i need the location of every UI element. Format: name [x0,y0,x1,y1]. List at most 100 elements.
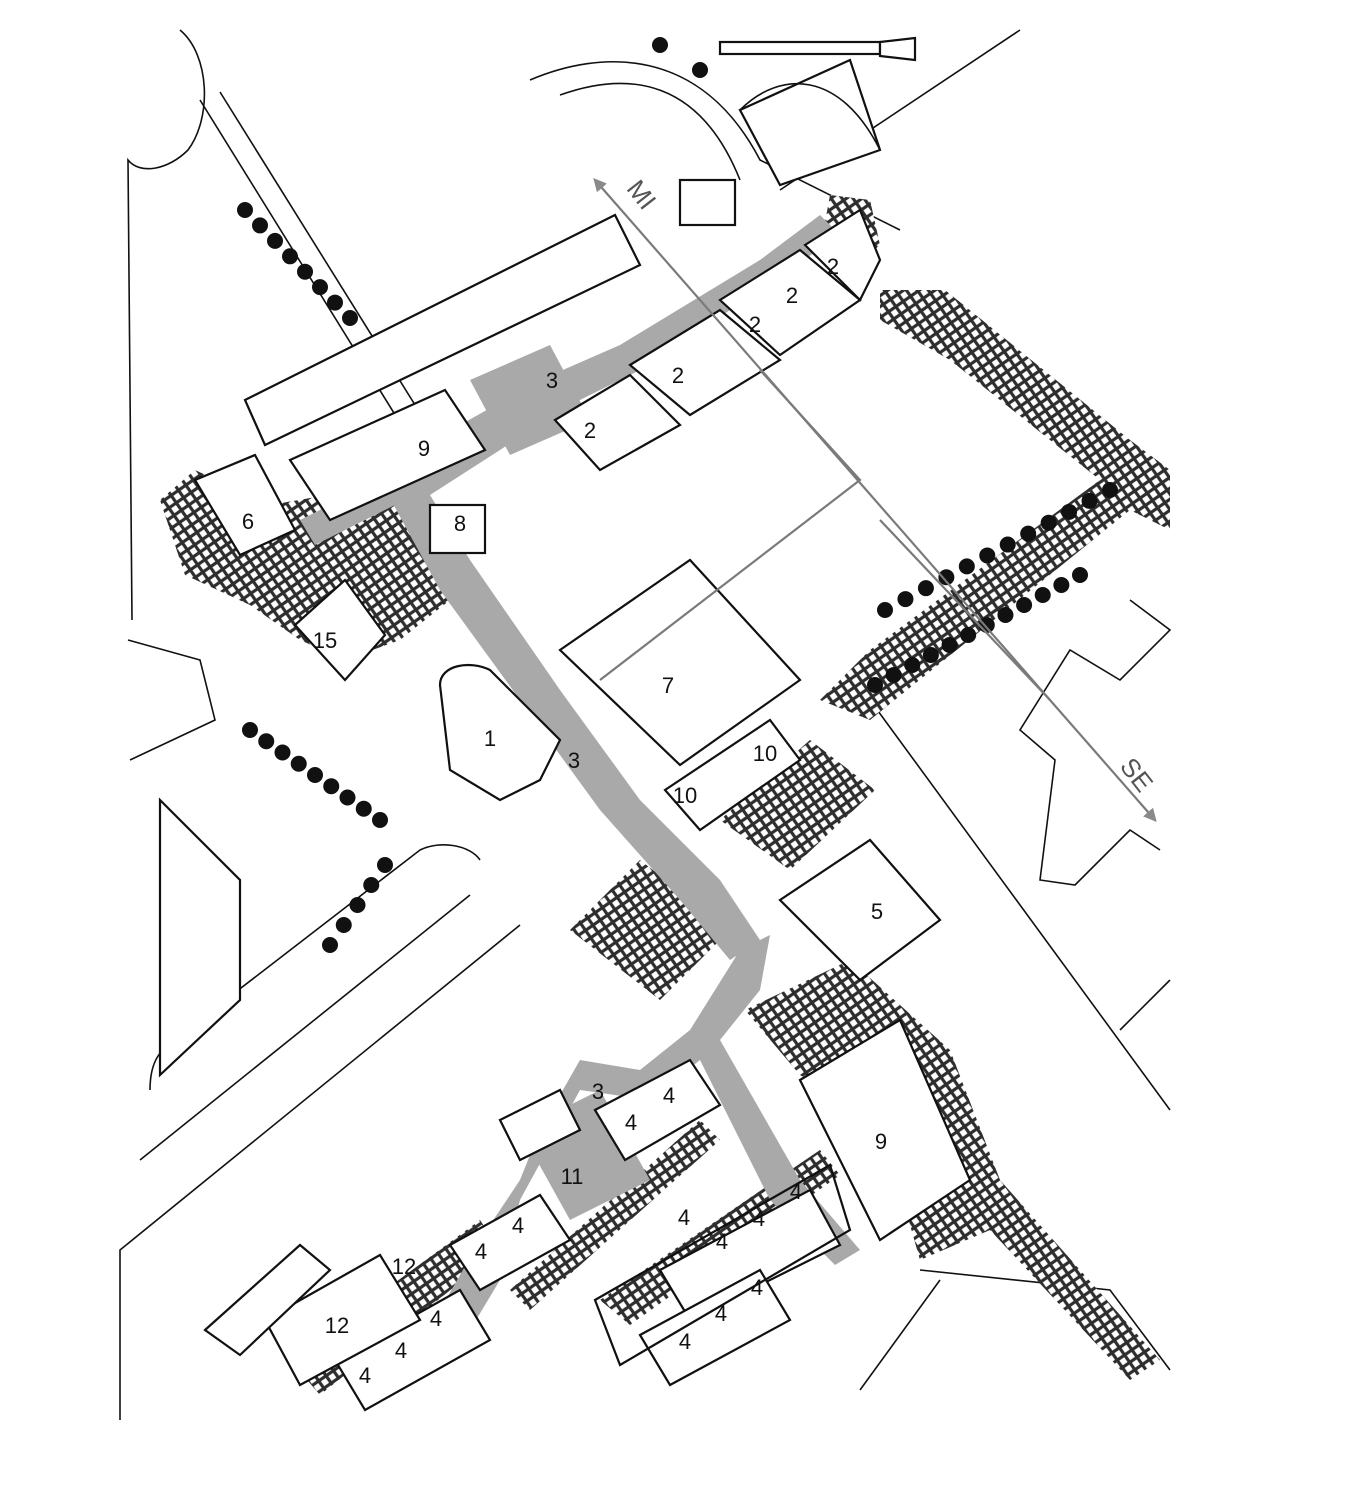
avenue-edge-3 [149,844,481,1091]
axis-lines [593,178,1157,822]
axis-arrow-mi-se [593,178,1157,822]
tree-icon [372,812,388,828]
tree-icon [349,897,366,913]
southwest-wing [203,1243,332,1357]
tree-icon [978,617,995,633]
room-label: 4 [625,1110,637,1135]
corridor-lower-spine [440,935,860,1330]
tree-icon [377,857,393,873]
tree-icon [1040,514,1057,531]
tree-icon [282,248,298,265]
tree-icon [258,733,275,750]
tree-icon [1020,525,1037,542]
room-label: 5 [871,899,883,924]
room-label: 2 [786,283,798,308]
room-label: 15 [313,628,337,653]
block-room-11-frame [498,1088,582,1162]
room-label: 4 [716,1229,728,1254]
north-strip [718,40,882,56]
tree-icon [1102,482,1118,498]
direction-label-se: SE [1114,752,1159,798]
north-strip-end [878,36,917,62]
block-room-9-south [798,1018,972,1242]
room-label: 2 [672,363,684,388]
room-label: 7 [662,673,674,698]
room-label: 4 [359,1363,371,1388]
tree-icon [877,602,893,618]
room-label: 3 [592,1079,604,1104]
tree-icon [885,667,902,683]
block-rooms-4-lower-left [333,1288,492,1412]
room-label: 4 [395,1338,407,1363]
tree-icon [252,217,268,234]
tree-icon [307,767,323,783]
tree-icon [1081,492,1098,509]
block-rooms-12 [263,1253,422,1387]
room-label: 4 [751,1275,763,1300]
tree-icon [1016,597,1033,613]
block-room-8 [428,503,487,555]
tree-icon [960,627,977,643]
block-room-1-auditorium [438,663,562,802]
room-label: 4 [715,1301,727,1326]
tree-icon [342,310,358,326]
room-label: 10 [673,783,697,808]
room-label: 12 [325,1313,349,1338]
paving-east-band [820,290,1170,720]
east-street-2 [1119,979,1171,1031]
tree-icon [323,778,340,795]
triangular-island [158,797,242,1078]
tree-icon [242,722,258,738]
room-label: 4 [663,1083,675,1108]
tree-icon [237,202,253,218]
tree-icon [867,677,883,693]
neighbor-building-east [1018,599,1172,886]
block-room-5 [778,838,942,982]
north-lot [738,58,882,187]
block-room-15 [293,578,387,682]
tree-icon [979,547,996,564]
block-rooms-4-lower-right-2 [638,1268,792,1387]
axis-offset-line-2 [879,519,1051,701]
room-label: 12 [392,1254,416,1279]
room-label: 2 [584,418,596,443]
room-label: 4 [430,1306,442,1331]
tree-icon [335,917,352,933]
room-label: 4 [512,1213,524,1238]
room-label: 6 [242,509,254,534]
tree-icon [290,755,307,772]
road-north-2 [559,82,741,181]
tree-icon [267,232,283,249]
room-label: 10 [753,741,777,766]
avenue-edge-1 [119,924,521,1420]
tree-icon [692,62,708,78]
tree-icon [917,580,934,597]
tree-icon [297,263,313,280]
tree-icon [1061,503,1078,520]
avenue-edge-2 [139,894,471,1161]
room-label: 4 [790,1179,802,1204]
room-label: 2 [827,254,839,279]
direction-label-mi: MI [621,174,662,215]
southeast-wing [593,1163,852,1367]
room-label: 9 [418,436,430,461]
tree-icon [274,744,291,761]
corridor-hall-3 [470,345,590,455]
north-lot-rect [678,178,737,227]
tree-icon [322,937,338,953]
road-north [529,61,901,231]
paving-middle-strip [510,1120,720,1310]
axis-offset-line [599,369,862,681]
block-room-6 [193,453,297,557]
tree-icon [997,607,1014,623]
room-label: 9 [875,1129,887,1154]
room-label: 4 [753,1206,765,1231]
room-label: 1 [484,726,496,751]
tree-icon [904,657,921,673]
left-road-segment [127,639,216,761]
tree-icon [958,558,975,575]
tree-icon [355,800,372,817]
room-label: 3 [568,748,580,773]
north-lot-curve [739,82,881,151]
